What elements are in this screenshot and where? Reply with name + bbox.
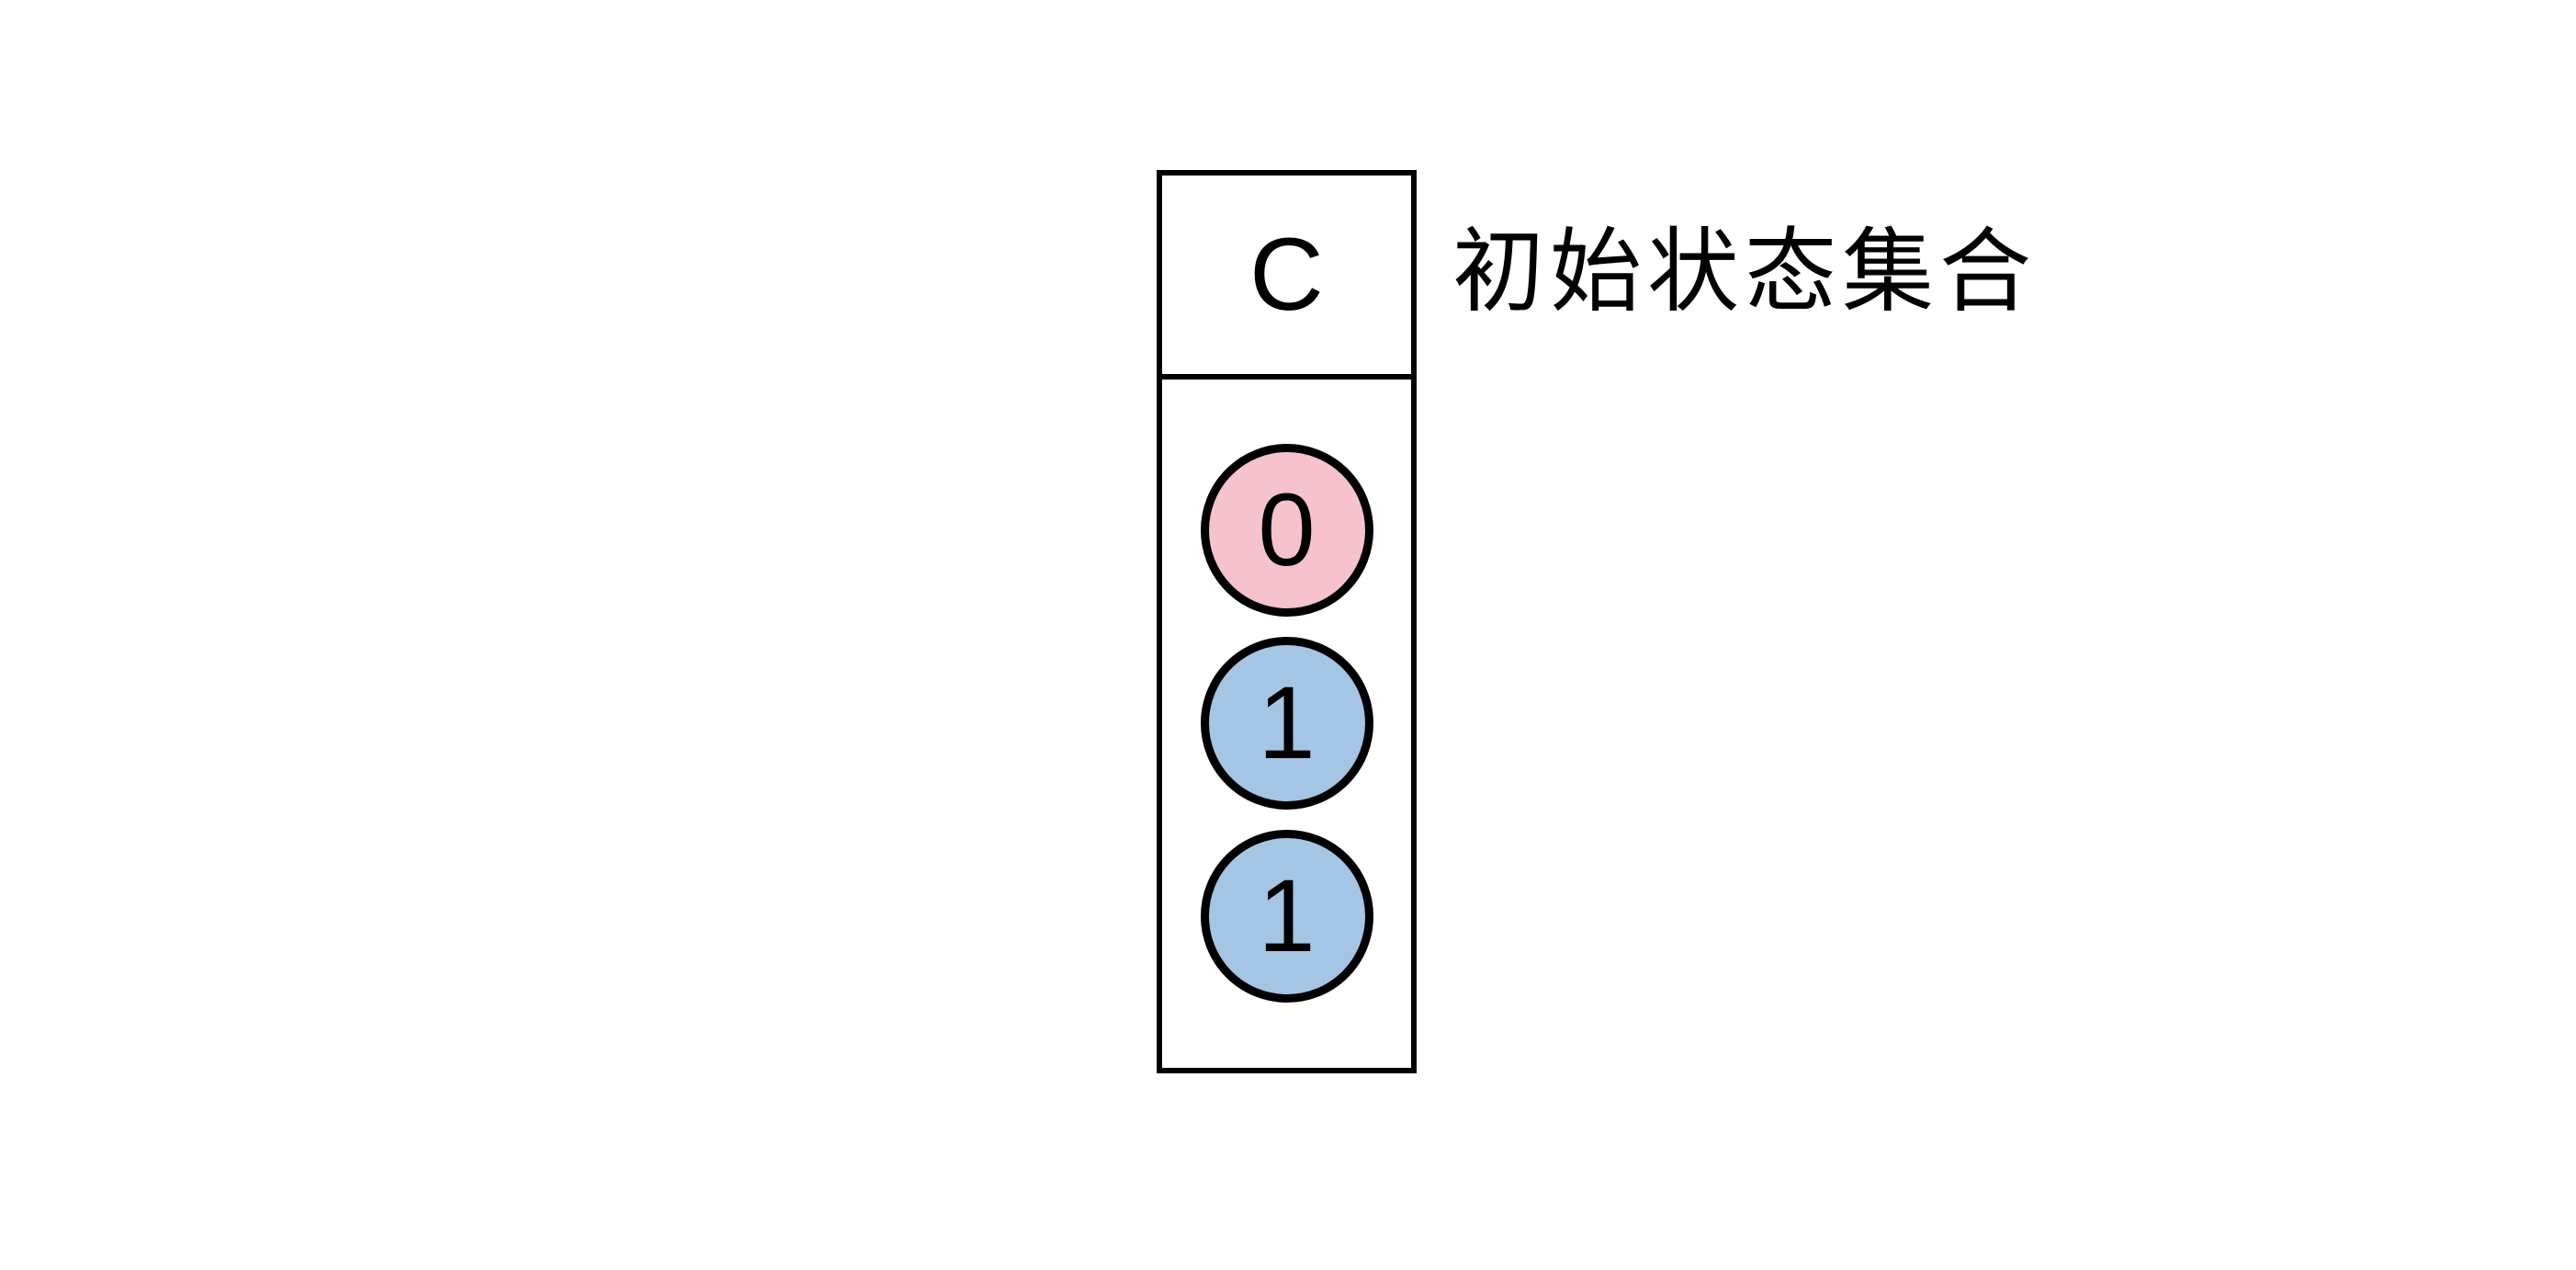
state-circle-1: 1 [1200, 637, 1373, 810]
state-circle-2-value: 1 [1258, 858, 1316, 973]
state-circle-0: 0 [1200, 444, 1373, 617]
column-header-label: C [1249, 217, 1324, 332]
caption-initial-state-set: 初始状态集合 [1452, 221, 2037, 323]
state-circle-2: 1 [1200, 830, 1373, 1003]
state-column: C 0 1 1 [1157, 170, 1417, 1073]
column-body-cell: 0 1 1 [1162, 380, 1411, 1068]
state-circle-0-value: 0 [1258, 472, 1316, 587]
column-header-cell: C [1162, 176, 1411, 380]
state-circle-1-value: 1 [1258, 665, 1316, 780]
